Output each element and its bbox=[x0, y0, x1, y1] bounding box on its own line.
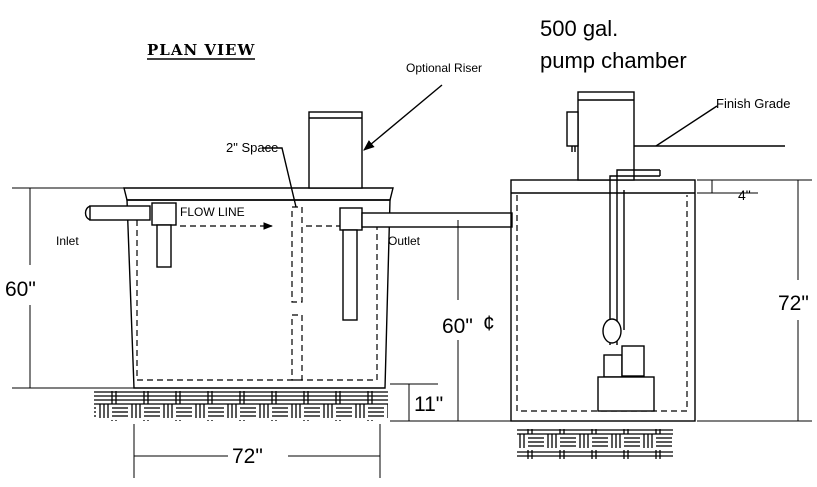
inlet-tee bbox=[151, 202, 177, 226]
inlet-pipe-end bbox=[84, 205, 91, 221]
pump-height-dim: 72" bbox=[778, 292, 809, 315]
pump-motor bbox=[621, 345, 645, 377]
space-label: 2" Space bbox=[226, 140, 278, 155]
tank-inner-outline bbox=[136, 210, 378, 381]
discharge-pipe-inner bbox=[616, 169, 660, 345]
chamber-riser bbox=[577, 91, 635, 181]
plan-view-title: PLAN VIEW bbox=[147, 41, 255, 59]
baffle-wall-upper bbox=[291, 206, 303, 303]
tank-height-dim: 60" bbox=[5, 278, 36, 301]
pump-base bbox=[597, 376, 655, 412]
tank-width-dim: 72" bbox=[232, 445, 263, 468]
space-leader bbox=[262, 147, 297, 208]
septic-tank bbox=[84, 111, 513, 389]
optional-riser-leader bbox=[363, 84, 443, 151]
tank-gravel-base bbox=[94, 391, 388, 421]
pump-chamber: 500 gal. pump chamber bbox=[510, 16, 696, 422]
pump-top-gap-dim: 4" bbox=[738, 187, 751, 203]
control-box bbox=[566, 111, 579, 147]
float-switch bbox=[602, 318, 622, 344]
base-height-dim: 11" bbox=[414, 393, 443, 416]
inlet-label: Inlet bbox=[56, 234, 79, 248]
outlet-label: Outlet bbox=[388, 234, 421, 248]
finish-grade-leader bbox=[655, 105, 718, 147]
optional-riser-label: Optional Riser bbox=[406, 61, 482, 75]
discharge-pipe bbox=[609, 175, 660, 345]
outlet-height-dim: 60" bbox=[442, 315, 473, 338]
flow-line-label: FLOW LINE bbox=[180, 205, 245, 219]
centerline-symbol: ¢ bbox=[483, 312, 495, 335]
outlet-tee-drop bbox=[342, 229, 358, 321]
tank-body bbox=[126, 199, 391, 389]
chamber-gravel-base bbox=[517, 429, 673, 459]
inlet-tee-drop bbox=[156, 224, 172, 268]
inlet-pipe bbox=[89, 205, 151, 221]
control-wires bbox=[571, 146, 576, 152]
outlet-pipe bbox=[361, 212, 513, 228]
pump-chamber-title-1: 500 gal. bbox=[540, 16, 618, 41]
finish-grade-label: Finish Grade bbox=[716, 96, 790, 111]
tank-lid bbox=[123, 187, 394, 201]
pump-head bbox=[603, 354, 623, 378]
baffle-wall-lower bbox=[291, 314, 303, 381]
outlet-tee bbox=[339, 207, 363, 231]
tank-riser bbox=[308, 111, 363, 189]
pump-chamber-title-2: pump chamber bbox=[540, 48, 687, 73]
